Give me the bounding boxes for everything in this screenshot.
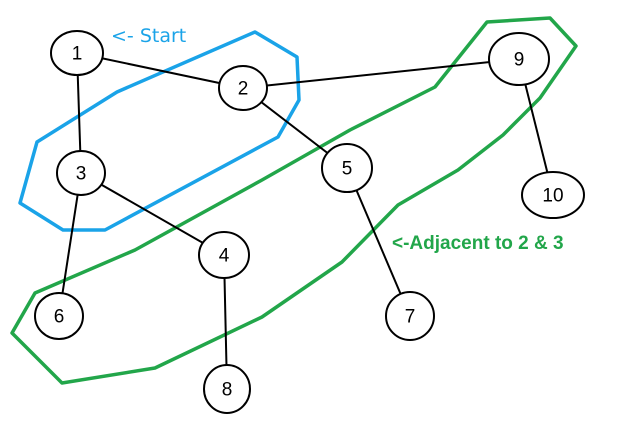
adjacent-group-outline <box>10 16 578 385</box>
edge-3-6 <box>58 172 82 317</box>
node-10: 10 <box>521 171 585 219</box>
node-8-label: 8 <box>222 380 233 401</box>
edge-1-2 <box>76 52 244 89</box>
node-9-circle <box>488 32 550 86</box>
edge-3-4 <box>80 172 225 256</box>
node-9: 9 <box>488 32 550 86</box>
node-5: 5 <box>321 143 373 193</box>
node-10-label: 10 <box>542 186 563 207</box>
node-1-label: 1 <box>72 44 83 65</box>
node-2-circle <box>218 65 268 111</box>
annotations-layer: <- Start <-Adjacent to 2 & 3 <box>111 25 564 254</box>
node-6-label: 6 <box>54 307 65 328</box>
start-annotation: <- Start <box>111 25 186 47</box>
node-2: 2 <box>218 65 268 111</box>
node-6: 6 <box>34 292 84 340</box>
node-1-circle <box>50 30 104 76</box>
node-3: 3 <box>56 150 106 196</box>
node-6-circle <box>34 292 84 340</box>
node-7-label: 7 <box>405 307 416 328</box>
node-8: 8 <box>203 364 251 414</box>
node-3-label: 3 <box>76 164 87 185</box>
node-7: 7 <box>385 291 435 341</box>
adjacent-annotation: <-Adjacent to 2 & 3 <box>392 233 564 254</box>
start-group-outline <box>18 30 301 232</box>
node-4-circle <box>198 231 250 279</box>
group-outlines <box>10 16 578 385</box>
node-1: 1 <box>50 30 104 76</box>
node-4: 4 <box>198 231 250 279</box>
node-10-circle <box>521 171 585 219</box>
node-8-circle <box>203 364 251 414</box>
edges-layer <box>58 52 554 390</box>
edge-2-9 <box>242 58 520 89</box>
edge-5-7 <box>346 167 411 317</box>
node-3-circle <box>56 150 106 196</box>
node-5-label: 5 <box>342 159 353 180</box>
node-5-circle <box>321 143 373 193</box>
node-7-circle <box>385 291 435 341</box>
node-9-label: 9 <box>514 50 525 71</box>
nodes-layer: 1 2 3 4 5 6 7 8 9 10 <box>34 30 585 414</box>
node-2-label: 2 <box>238 79 249 100</box>
node-4-label: 4 <box>219 246 230 267</box>
